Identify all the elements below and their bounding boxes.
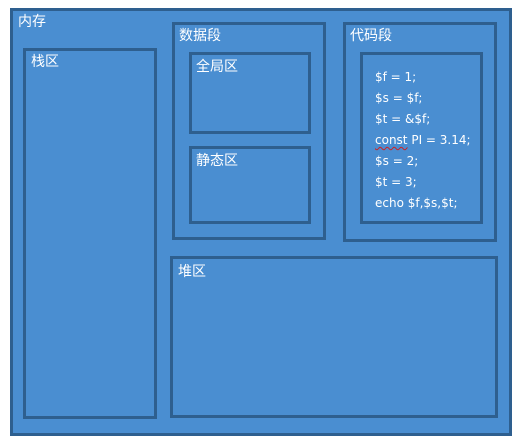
data-segment-label: 数据段 <box>179 28 221 44</box>
stack-area-label: 栈区 <box>31 54 59 70</box>
static-area-label: 静态区 <box>196 153 238 169</box>
heap-area-box: 堆区 <box>170 256 498 418</box>
code-line: $s = 2; <box>375 154 419 168</box>
static-area-box: 静态区 <box>189 146 311 224</box>
global-area-label: 全局区 <box>196 59 238 75</box>
code-line: $s = $f; <box>375 91 423 105</box>
code-line: const PI = 3.14; <box>375 133 471 147</box>
code-line: echo $f,$s,$t; <box>375 196 458 210</box>
code-segment-label: 代码段 <box>350 28 392 44</box>
code-line: $t = 3; <box>375 175 417 189</box>
stack-area-box: 栈区 <box>23 48 157 419</box>
code-line: $f = 1; <box>375 70 417 84</box>
code-lines-box: $f = 1; $s = $f; $t = &$f; const PI = 3.… <box>360 52 483 224</box>
heap-area-label: 堆区 <box>178 264 206 280</box>
memory-title: 内存 <box>18 14 46 30</box>
code-line: $t = &$f; <box>375 112 431 126</box>
global-area-box: 全局区 <box>189 52 311 134</box>
